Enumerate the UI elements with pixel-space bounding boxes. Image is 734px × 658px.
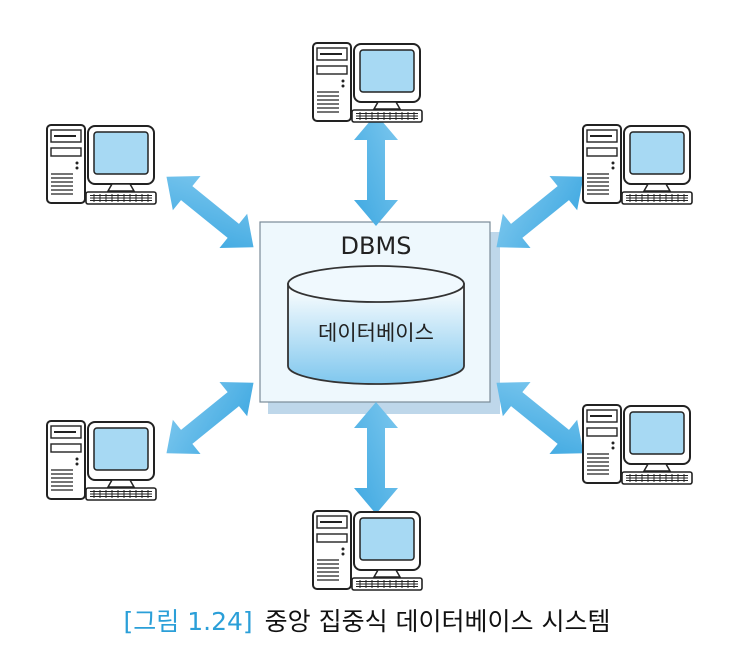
arrow-lower-left [152, 365, 268, 471]
client-computer-upper-left [46, 124, 157, 205]
client-computer-lower-right [582, 404, 693, 485]
desktop-computer-icon [312, 510, 423, 591]
arrow-bottom [354, 402, 398, 514]
arrow-upper-left [152, 159, 268, 265]
client-computer-bottom [312, 510, 423, 591]
desktop-computer-icon [582, 124, 693, 205]
desktop-computer-icon [46, 420, 157, 501]
arrow-top [354, 114, 398, 226]
client-computer-top [312, 42, 423, 123]
desktop-computer-icon [46, 124, 157, 205]
figure-title: 중앙 집중식 데이터베이스 시스템 [264, 607, 611, 636]
centralized-database-diagram: DBMS 데이터베이스 [46, 42, 693, 591]
database-label: 데이터베이스 [318, 321, 434, 345]
database-cylinder-icon: 데이터베이스 [287, 265, 465, 385]
desktop-computer-icon [582, 404, 693, 485]
figure-caption: [그림 1.24] 중앙 집중식 데이터베이스 시스템 [0, 602, 734, 638]
dbms-label: DBMS [341, 232, 412, 260]
desktop-computer-icon [312, 42, 423, 123]
figure-number: [그림 1.24] [123, 607, 253, 636]
client-computer-lower-left [46, 420, 157, 501]
client-computer-upper-right [582, 124, 693, 205]
